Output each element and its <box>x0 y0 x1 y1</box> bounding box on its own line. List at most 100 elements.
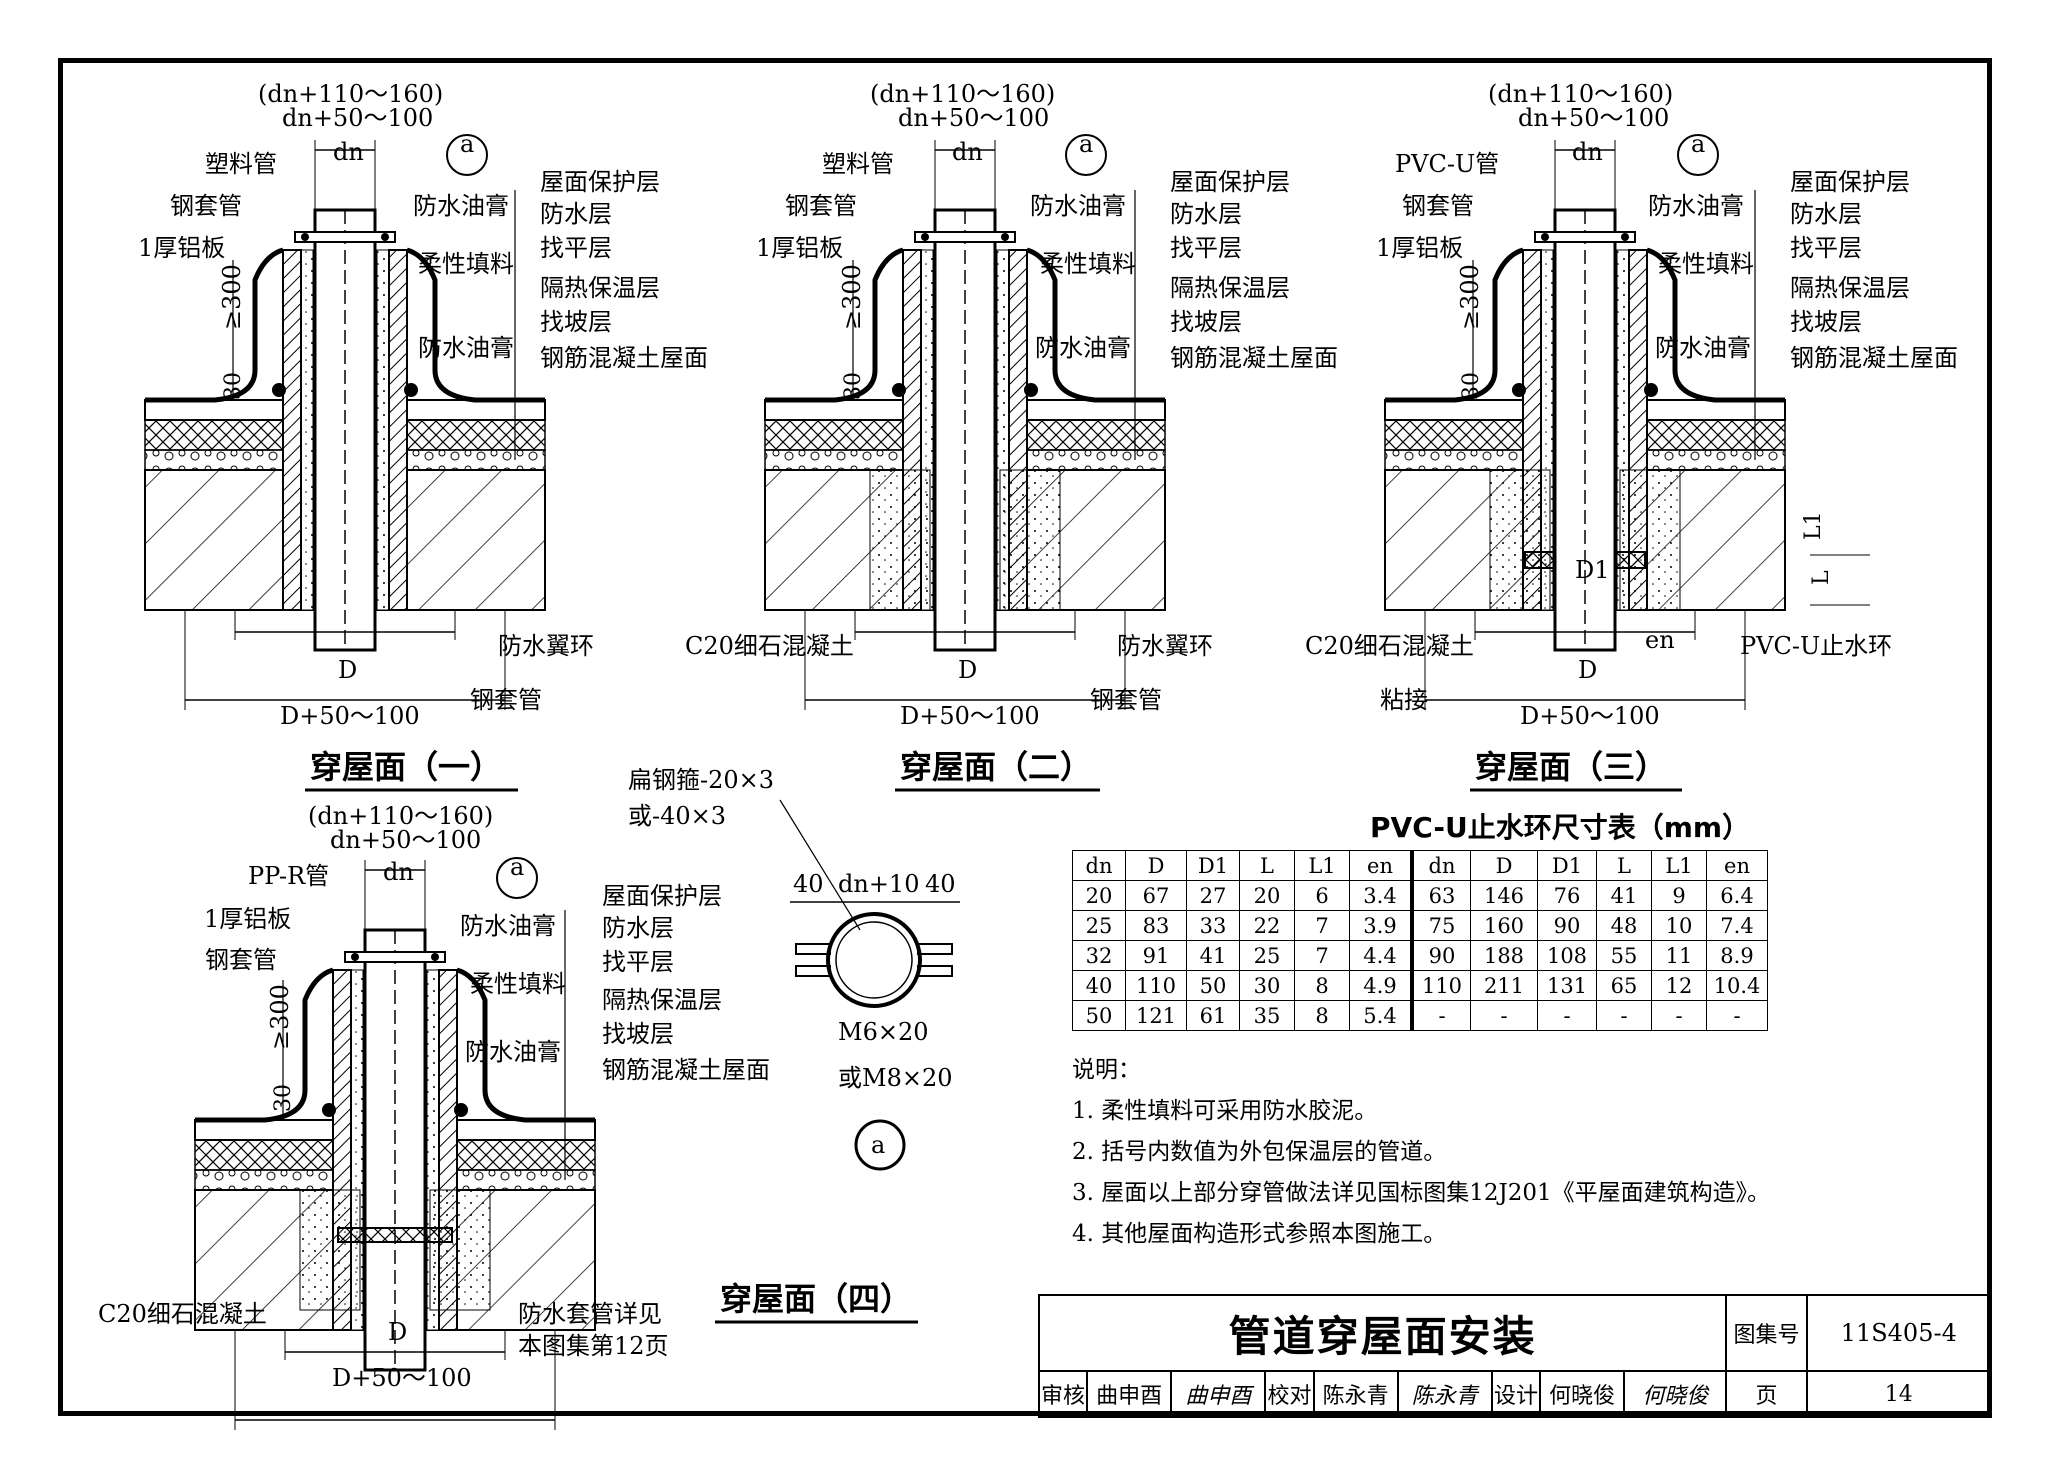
th: D1 <box>1537 850 1597 881</box>
layer-5: 钢筋混凝土屋面 <box>540 344 708 372</box>
dim-h300: ≥300 <box>218 264 246 330</box>
table-cell: 25 <box>1239 940 1295 971</box>
label-ring: PVC-U止水环 <box>1740 632 1892 660</box>
table-cell: 5.4 <box>1349 1000 1413 1031</box>
layer-5: 钢筋混凝土屋面 <box>1790 344 1958 372</box>
table-cell: - <box>1537 1000 1597 1031</box>
dim-d: D <box>388 1318 407 1346</box>
table-cell: 33 <box>1186 910 1240 941</box>
table-cell: 4.4 <box>1349 940 1413 971</box>
layer-4: 找坡层 <box>602 1020 674 1048</box>
layer-list: 屋面保护层 防水层 找平层 隔热保温层 找坡层 钢筋混凝土屋面 <box>1790 168 1958 372</box>
notes: 说明： 1. 柔性填料可采用防水胶泥。 2. 括号内数值为外包保温层的管道。 3… <box>1072 1050 1770 1255</box>
dim-d: D <box>958 656 977 684</box>
dim-40b: 40 <box>925 870 956 898</box>
table-cell: 61 <box>1186 1000 1240 1031</box>
design-signature: 何晓俊 <box>1623 1370 1728 1418</box>
table-cell: 6 <box>1294 880 1350 911</box>
label-ref2: 本图集第12页 <box>518 1332 669 1360</box>
note-item: 3. 屋面以上部分穿管做法详见国标图集12J201《平屋面建筑构造》。 <box>1072 1180 1771 1206</box>
table-cell: 90 <box>1410 940 1471 971</box>
layer-3: 隔热保温层 <box>1790 274 1910 302</box>
marker-a: a <box>871 1131 885 1159</box>
table-cell: 3.9 <box>1349 910 1413 941</box>
table-cell: 6.4 <box>1706 880 1768 911</box>
review-label: 审核 <box>1037 1370 1089 1418</box>
caption: 穿屋面（四） <box>720 1280 912 1318</box>
dim-h30: 30 <box>271 1084 296 1112</box>
caption: 穿屋面（三） <box>1475 748 1667 786</box>
table-cell: 48 <box>1596 910 1652 941</box>
label-sealant2: 防水油膏 <box>418 334 514 362</box>
table-cell: 160 <box>1470 910 1538 941</box>
th: en <box>1706 850 1768 881</box>
layer-1: 防水层 <box>1170 200 1242 228</box>
layer-0: 屋面保护层 <box>540 168 660 196</box>
detail-a-marker <box>1065 134 1107 176</box>
th: L <box>1239 850 1295 881</box>
dim-top2: dn+50～100 <box>898 104 1049 132</box>
table-cell: 75 <box>1410 910 1471 941</box>
marker-a: a <box>510 853 524 881</box>
label-filler: 柔性填料 <box>418 250 514 278</box>
designer: 何晓俊 <box>1538 1370 1626 1418</box>
label-pipe: 塑料管 <box>205 150 277 178</box>
sheet-title: 管道穿屋面安装 <box>1037 1294 1728 1372</box>
page-no: 14 <box>1805 1370 1993 1418</box>
layer-2: 找平层 <box>602 948 674 976</box>
page-label: 页 <box>1725 1370 1808 1418</box>
table-cell: 90 <box>1537 910 1597 941</box>
check-label: 校对 <box>1264 1370 1315 1418</box>
layer-4: 找坡层 <box>540 308 612 336</box>
dim-dbot: D+50～100 <box>280 702 420 730</box>
layer-list: 屋面保护层 防水层 找平层 隔热保温层 找坡层 钢筋混凝土屋面 <box>1170 168 1338 372</box>
label-sealant: 防水油膏 <box>1648 192 1744 220</box>
detail-a: 扁钢箍-20×3 或-40×3 40 dn+10 40 M6×20 或M8×20… <box>628 766 960 1171</box>
dim-top2: dn+50～100 <box>330 826 481 854</box>
table-header: dn D D1 L L1 en dn D D1 L L1 en <box>1072 850 1768 881</box>
th: L1 <box>1651 850 1707 881</box>
label-concrete: C20细石混凝土 <box>1305 632 1474 660</box>
dim-top1: (dn+110～160) <box>258 80 443 108</box>
caption: 穿屋面（一） <box>310 748 502 786</box>
dim-dn: dn <box>383 858 414 886</box>
table-cell: 188 <box>1470 940 1538 971</box>
strap-label-1: 扁钢箍-20×3 <box>628 766 774 794</box>
label-bond: 粘接 <box>1380 686 1428 714</box>
label-sleeve: 钢套管 <box>170 192 242 220</box>
th: D <box>1470 850 1538 881</box>
design-label: 设计 <box>1490 1370 1542 1418</box>
note-item: 4. 其他屋面构造形式参照本图施工。 <box>1072 1221 1447 1247</box>
reviewer: 曲申酉 <box>1086 1370 1173 1418</box>
check-signature: 陈永青 <box>1396 1370 1493 1418</box>
table-cell: 146 <box>1470 880 1538 911</box>
table-cell: 41 <box>1596 880 1652 911</box>
detail-a-marker <box>1677 134 1719 176</box>
atlas-no-label: 图集号 <box>1725 1294 1808 1372</box>
label-plate: 1厚铝板 <box>138 234 225 262</box>
dim-h300: ≥300 <box>266 984 294 1050</box>
th: L1 <box>1294 850 1350 881</box>
detail-a-marker <box>854 1119 906 1171</box>
diagram-4: (dn+110～160) dn+50～100 dn PP-R管 1厚铝板 钢套管… <box>98 802 918 1430</box>
table-cell: 20 <box>1239 880 1295 911</box>
detail-a-marker <box>446 134 488 176</box>
layer-4: 找坡层 <box>1790 308 1862 336</box>
layer-3: 隔热保温层 <box>602 986 722 1014</box>
label-plate: 1厚铝板 <box>204 905 291 933</box>
layer-1: 防水层 <box>1790 200 1862 228</box>
table-cell: 41 <box>1186 940 1240 971</box>
label-sealant2: 防水油膏 <box>1035 334 1131 362</box>
notes-title: 说明： <box>1072 1057 1141 1083</box>
table-cell: 108 <box>1537 940 1597 971</box>
label-pipe: 塑料管 <box>822 150 894 178</box>
dim-dn: dn <box>952 138 983 166</box>
table-cell: 67 <box>1125 880 1187 911</box>
dim-top1: (dn+110～160) <box>308 802 493 830</box>
label-sleeve2: 钢套管 <box>1090 686 1162 714</box>
dim-h300: ≥300 <box>1456 264 1484 330</box>
dim-top1: (dn+110～160) <box>1488 80 1673 108</box>
table-cell: 3.4 <box>1349 880 1413 911</box>
label-filler: 柔性填料 <box>470 970 566 998</box>
